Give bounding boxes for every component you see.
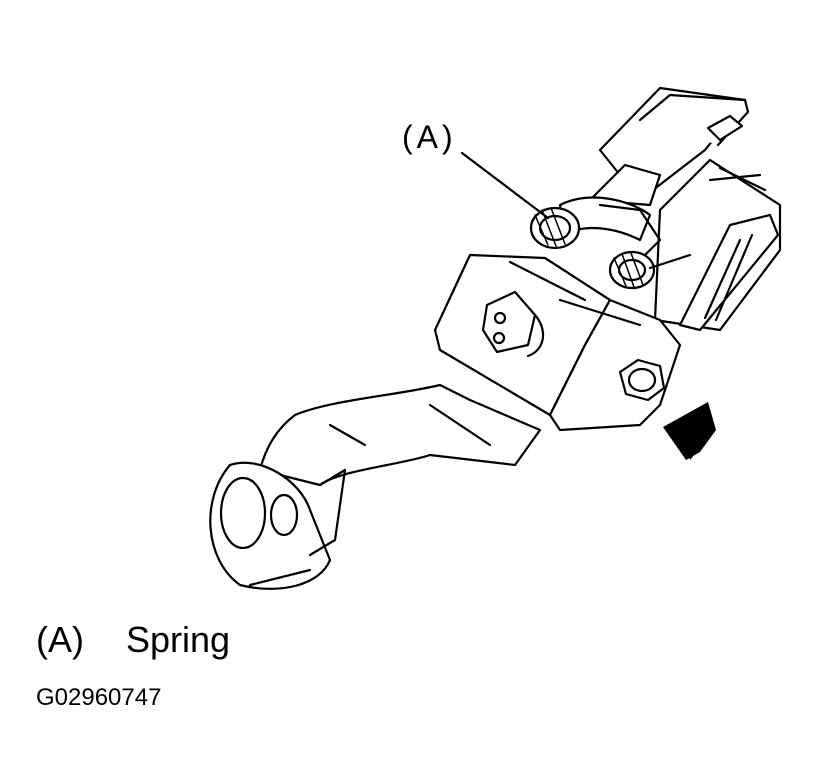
spring-secondary [608,250,692,290]
legend: (A) Spring [36,618,230,662]
legend-text: Spring [126,619,231,660]
arrow-indicator [663,402,716,460]
spring-a [529,196,662,257]
legend-key: (A) [36,619,84,660]
lever-arm [209,383,542,590]
callout-leader-line [460,151,550,220]
callout-label-a: (A) [402,119,457,155]
mounting-block [433,253,682,432]
actuator-body [588,86,782,332]
figure-id: G02960747 [36,684,162,711]
